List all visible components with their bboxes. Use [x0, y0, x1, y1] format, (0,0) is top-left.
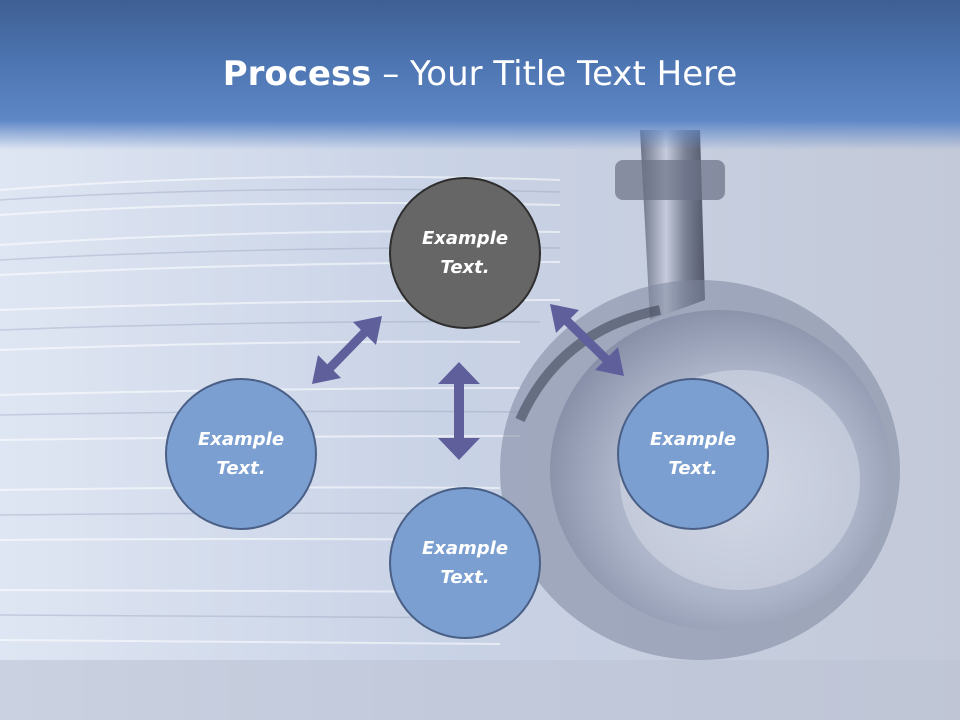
node-left-text: Example Text. — [198, 425, 284, 483]
slide-title: Process – Your Title Text Here — [0, 52, 960, 96]
node-bottom-line1: Example — [421, 538, 509, 559]
node-bottom: Example Text. — [389, 487, 541, 639]
node-left-line1: Example — [197, 429, 285, 450]
node-bottom-line2: Text. — [440, 567, 490, 588]
title-rest: – Your Title Text Here — [371, 54, 738, 94]
arrow-top-right — [550, 304, 624, 376]
arrow-center-vertical — [438, 362, 480, 460]
arrow-top-left — [312, 316, 382, 384]
node-top-text: Example Text. — [422, 224, 508, 282]
title-band — [0, 0, 960, 150]
node-right-line1: Example — [649, 429, 737, 450]
node-left-line2: Text. — [216, 458, 266, 479]
node-top: Example Text. — [389, 177, 541, 329]
arrow-group — [312, 304, 624, 460]
node-bottom-text: Example Text. — [422, 534, 508, 592]
node-left: Example Text. — [165, 378, 317, 530]
node-right-text: Example Text. — [650, 425, 736, 483]
node-right: Example Text. — [617, 378, 769, 530]
node-right-line2: Text. — [668, 458, 718, 479]
node-top-line1: Example — [421, 228, 509, 249]
node-top-line2: Text. — [440, 257, 490, 278]
title-bold: Process — [222, 54, 372, 94]
